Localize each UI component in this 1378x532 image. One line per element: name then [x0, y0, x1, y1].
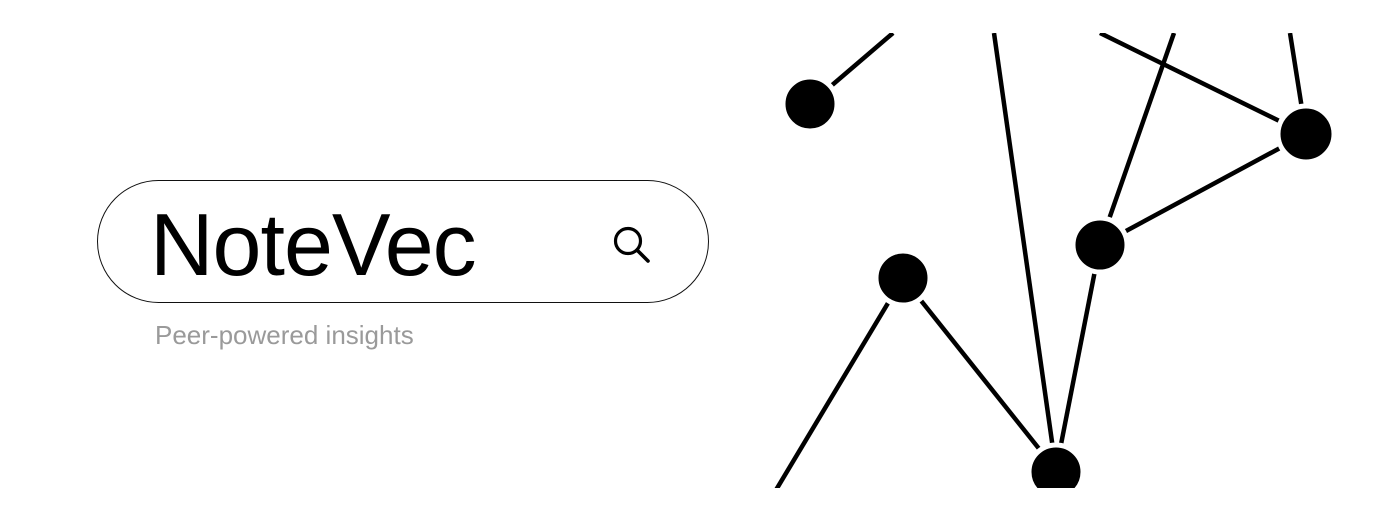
network-edge: [991, 33, 1059, 471]
network-node: [780, 74, 840, 134]
network-node: [1026, 442, 1086, 488]
search-icon: [613, 226, 650, 263]
brand-search-bar: NoteVec: [97, 180, 709, 303]
brand-name: NoteVec: [150, 195, 477, 294]
network-node: [1070, 215, 1130, 275]
network-edge: [901, 276, 1058, 472]
network-edge: [1053, 244, 1103, 471]
network-edge: [1099, 33, 1307, 137]
network-node: [1275, 103, 1337, 165]
network-edge: [774, 276, 905, 488]
tagline: Peer-powered insights: [155, 320, 414, 350]
network-node: [873, 248, 933, 308]
network-edge: [1097, 33, 1177, 246]
network-edge: [1098, 132, 1308, 247]
